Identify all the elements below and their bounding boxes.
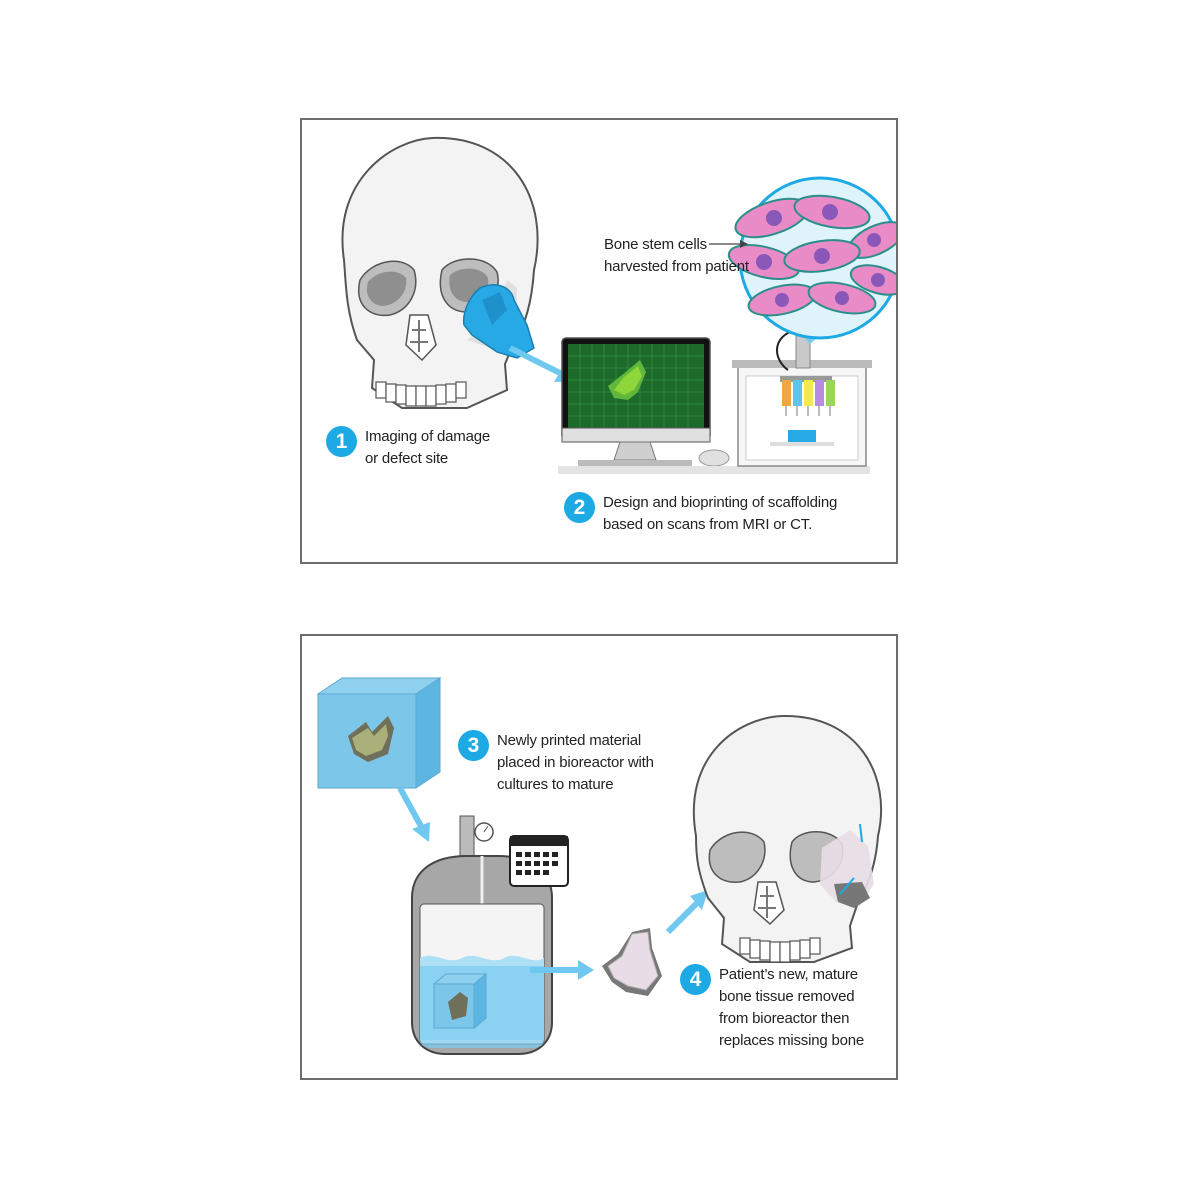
step-2-caption: Design and bioprinting of scaffolding ba…: [603, 494, 838, 533]
step-1: 1 Imaging of damage or defect site: [326, 426, 490, 470]
step-1-caption: Imaging of damage or defect site: [365, 428, 491, 467]
step-3-badge: 3: [458, 730, 489, 761]
bioprinter-icon: [732, 331, 872, 467]
step-4: 4 Patient’s new, mature bone tissue remo…: [680, 964, 864, 1052]
desk: [558, 466, 870, 474]
step-1-badge: 1: [326, 426, 357, 457]
skull-icon: [341, 136, 539, 409]
arrow-icon: [530, 960, 594, 980]
stem-cells-icon: [727, 176, 896, 344]
step-4-badge: 4: [680, 964, 711, 995]
bioreactor-icon: [411, 815, 553, 1055]
step-2: 2 Design and bioprinting of scaffolding …: [564, 492, 837, 536]
step-4-caption: Patient’s new, mature bone tissue remove…: [719, 966, 865, 1049]
scaffold-cube-icon: [316, 677, 442, 789]
top-panel-illustration: [341, 136, 896, 474]
bottom-panel-illustration: [316, 677, 883, 1055]
skull-icon: [693, 714, 883, 963]
top-panel: Bone stem cells harvested from patient 1…: [300, 118, 898, 564]
arrow-icon: [709, 240, 748, 248]
arrow-icon: [665, 890, 708, 935]
step-3-caption: Newly printed material placed in bioreac…: [497, 732, 654, 793]
arrow-icon: [397, 786, 430, 842]
computer-monitor-icon: [561, 337, 730, 467]
bottom-panel: 3 Newly printed material placed in biore…: [300, 634, 898, 1080]
step-2-badge: 2: [564, 492, 595, 523]
calendar-icon: [509, 835, 569, 887]
bone-graft-icon: [602, 928, 662, 996]
step-3: 3 Newly printed material placed in biore…: [458, 730, 654, 796]
stem-cells-label: Bone stem cells harvested from patient: [604, 236, 749, 275]
